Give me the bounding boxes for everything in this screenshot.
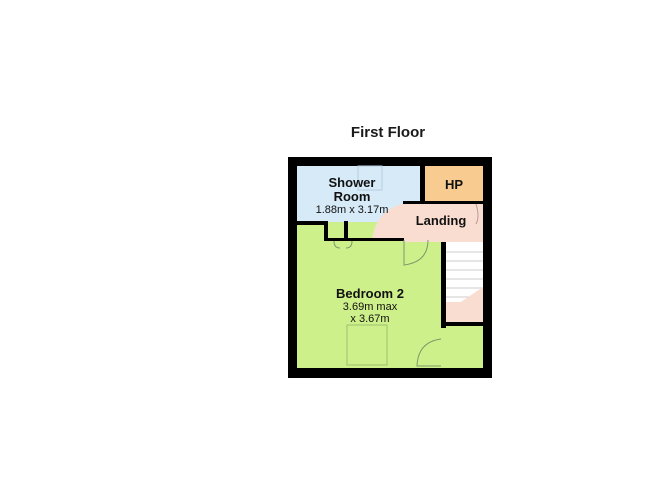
- landing-label: Landing: [415, 213, 467, 228]
- landing-area: [403, 204, 483, 242]
- hp-label: HP: [444, 177, 464, 192]
- floor-title: First Floor: [350, 124, 426, 141]
- bedroom-2-label: Bedroom 2 3.69m max x 3.67m: [336, 286, 404, 326]
- hp-cupboard-area: [425, 166, 483, 201]
- shower-room-label: Shower Room 1.88m x 3.17m: [315, 175, 389, 217]
